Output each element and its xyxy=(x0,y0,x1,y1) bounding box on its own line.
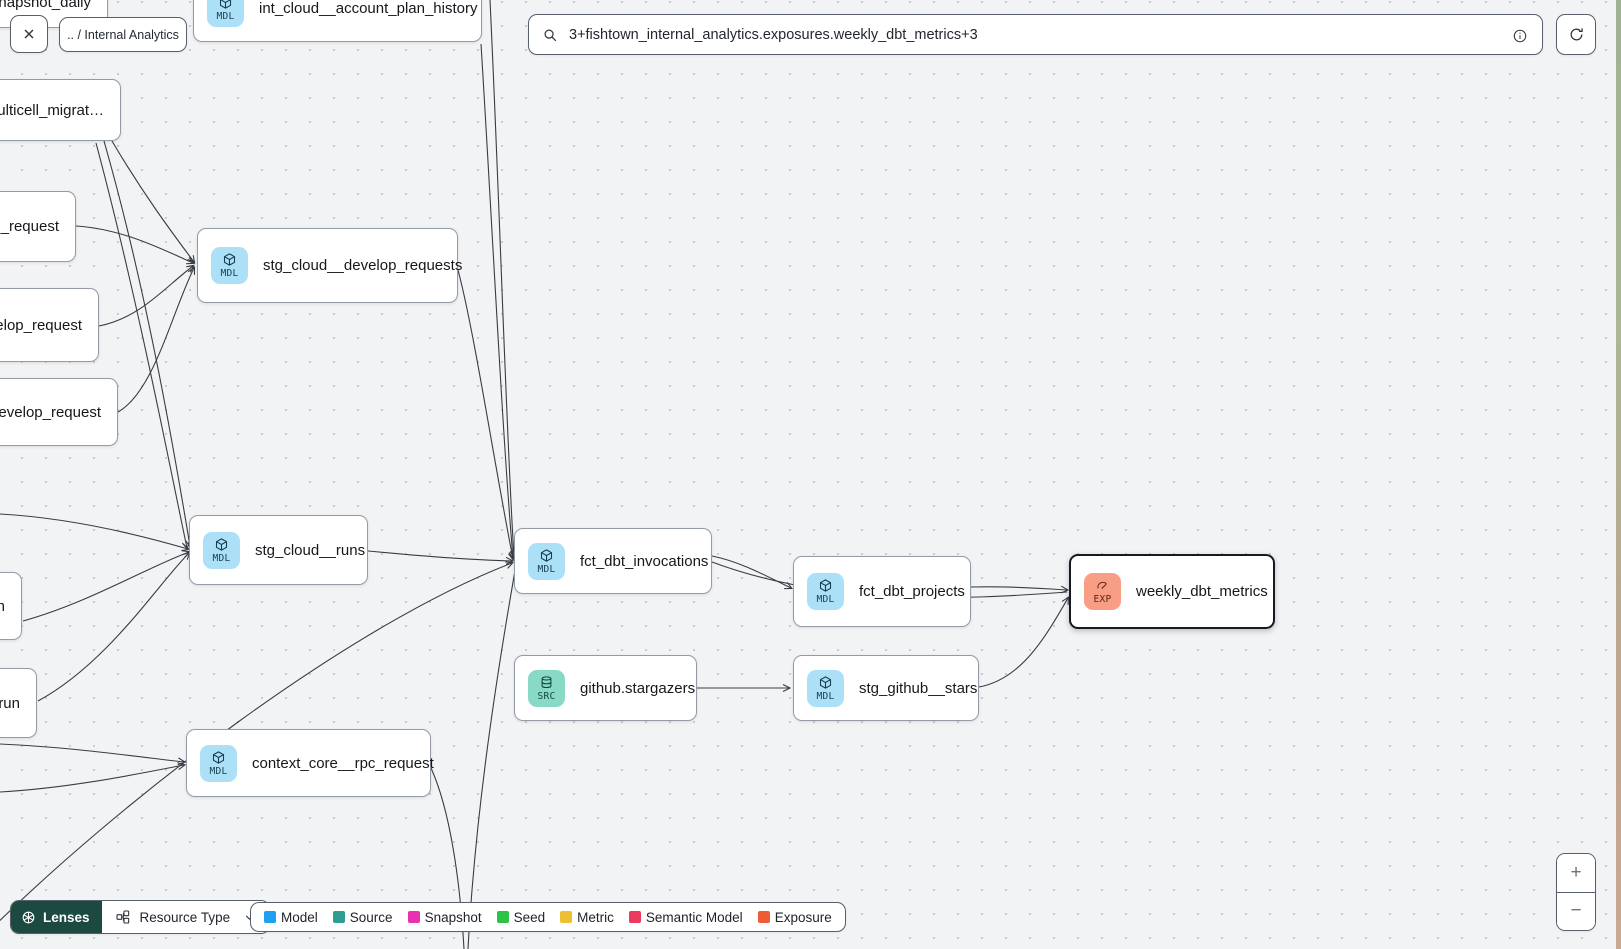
node-context_core__rpc_request[interactable]: MDL context_core__rpc_request xyxy=(186,729,434,797)
legend-item-exposure: Exposure xyxy=(757,909,832,925)
model-icon xyxy=(819,675,832,689)
info-icon[interactable] xyxy=(1512,28,1528,44)
node-int_cloud__account_plan_history[interactable]: MDL int_cloud__account_plan_history xyxy=(193,0,482,42)
node-label: weekly_dbt_metrics xyxy=(1136,583,1268,600)
legend-swatch xyxy=(407,911,420,923)
screen-edge-strip xyxy=(1616,0,1621,949)
node-label: stg_cloud__runs xyxy=(255,541,366,559)
model-icon xyxy=(540,548,553,562)
node-label: stg_cloud__develop_requests xyxy=(263,257,463,274)
legend-swatch xyxy=(628,911,641,923)
node-p_request[interactable]: p_request xyxy=(0,191,76,262)
legend-swatch xyxy=(757,911,770,923)
node-stg_cloud__runs[interactable]: MDL stg_cloud__runs xyxy=(189,515,368,585)
lenses-label: Lenses xyxy=(43,909,90,925)
refresh-icon xyxy=(1570,28,1583,41)
node-weekly_dbt_metrics[interactable]: EXP weekly_dbt_metrics xyxy=(1069,554,1275,629)
node-develop_request[interactable]: develop_request xyxy=(0,378,118,446)
exposure-icon xyxy=(1097,581,1107,589)
node-n_node[interactable]: n xyxy=(0,572,22,640)
legend-label: Exposure xyxy=(774,909,832,925)
breadcrumb[interactable]: .. / Internal Analytics xyxy=(59,17,187,52)
zoom-in-button[interactable]: + xyxy=(1557,854,1595,893)
legend-label: Seed xyxy=(513,909,546,925)
node-label: fct_dbt_invocations xyxy=(580,552,709,570)
node-stg_cloud__develop_requests[interactable]: MDL stg_cloud__develop_requests xyxy=(197,228,462,303)
close-button[interactable] xyxy=(10,15,48,53)
model-icon xyxy=(212,750,225,764)
model-icon xyxy=(223,253,236,266)
node-label: context_core__rpc_request xyxy=(252,754,434,772)
lenses-toolbar: Lenses Resource Type xyxy=(10,900,271,934)
model-icon xyxy=(215,537,228,551)
source-icon xyxy=(541,675,552,688)
node-run_node[interactable]: run xyxy=(0,668,37,738)
aperture-icon xyxy=(22,911,35,923)
legend-label: Metric xyxy=(577,909,614,925)
model-icon xyxy=(819,579,832,592)
node-label: github.stargazers xyxy=(580,679,696,697)
search-input[interactable] xyxy=(569,26,1504,43)
node-fct_dbt_projects[interactable]: MDL fct_dbt_projects xyxy=(793,556,971,627)
resource-type-legend: Model Source Snapshot Seed Metric Semantic Mo… xyxy=(250,902,846,932)
node-label: multicell_migrat… xyxy=(0,101,104,119)
node-label: velop_request xyxy=(0,316,82,334)
node-label: develop_request xyxy=(0,403,101,421)
node-label: fct_dbt_projects xyxy=(859,583,965,600)
legend-item-source: Source xyxy=(332,909,393,925)
lenses-button[interactable]: Lenses xyxy=(11,901,102,933)
node-fct_dbt_invocations[interactable]: MDL fct_dbt_invocations xyxy=(514,528,712,594)
node-label: run xyxy=(0,694,20,712)
search-icon xyxy=(544,29,557,42)
legend-item-model: Model xyxy=(264,910,318,925)
legend-label: Semantic Model xyxy=(645,909,743,925)
zoom-controls: + − xyxy=(1556,853,1596,931)
node-label: snapshot_daily xyxy=(0,0,91,11)
close-icon xyxy=(24,29,34,39)
legend-swatch xyxy=(264,911,276,923)
model-badge: MDL xyxy=(200,744,237,782)
source-badge: SRC xyxy=(528,669,565,707)
legend-item-snapshot: Snapshot xyxy=(407,909,482,925)
legend-swatch xyxy=(332,911,345,923)
model-badge: MDL xyxy=(211,247,248,284)
search-bar[interactable] xyxy=(528,14,1543,55)
model-badge: MDL xyxy=(528,542,565,580)
model-badge: MDL xyxy=(807,669,844,707)
node-label: int_cloud__account_plan_history xyxy=(259,0,478,17)
node-label: p_request xyxy=(0,218,59,235)
legend-item-semantic-model: Semantic Model xyxy=(628,909,743,925)
legend-label: Model xyxy=(281,909,318,925)
node-label: n xyxy=(0,597,5,615)
resource-type-icon xyxy=(115,910,129,924)
zoom-out-button[interactable]: − xyxy=(1557,892,1595,930)
model-badge: MDL xyxy=(807,573,844,610)
node-stg_github__stars[interactable]: MDL stg_github__stars xyxy=(793,655,979,721)
node-github_stargazers[interactable]: SRC github.stargazers xyxy=(514,655,697,721)
resource-type-label: Resource Type xyxy=(139,909,231,925)
model-badge: MDL xyxy=(203,531,240,569)
resource-type-button[interactable]: Resource Type xyxy=(101,901,270,933)
node-velop_request[interactable]: velop_request xyxy=(0,288,99,362)
breadcrumb-label: .. / Internal Analytics xyxy=(67,27,179,42)
model-badge: MDL xyxy=(207,0,244,27)
legend-label: Source xyxy=(349,909,393,925)
legend-swatch xyxy=(496,911,509,923)
node-label: stg_github__stars xyxy=(859,679,978,697)
refresh-button[interactable] xyxy=(1556,14,1596,55)
legend-swatch xyxy=(560,911,573,923)
legend-item-seed: Seed xyxy=(496,909,546,925)
legend-label: Snapshot xyxy=(424,909,482,925)
node-multicell_migrat[interactable]: multicell_migrat… xyxy=(0,79,121,141)
model-icon xyxy=(219,0,232,9)
legend-item-metric: Metric xyxy=(560,910,614,925)
exposure-badge: EXP xyxy=(1084,573,1121,610)
